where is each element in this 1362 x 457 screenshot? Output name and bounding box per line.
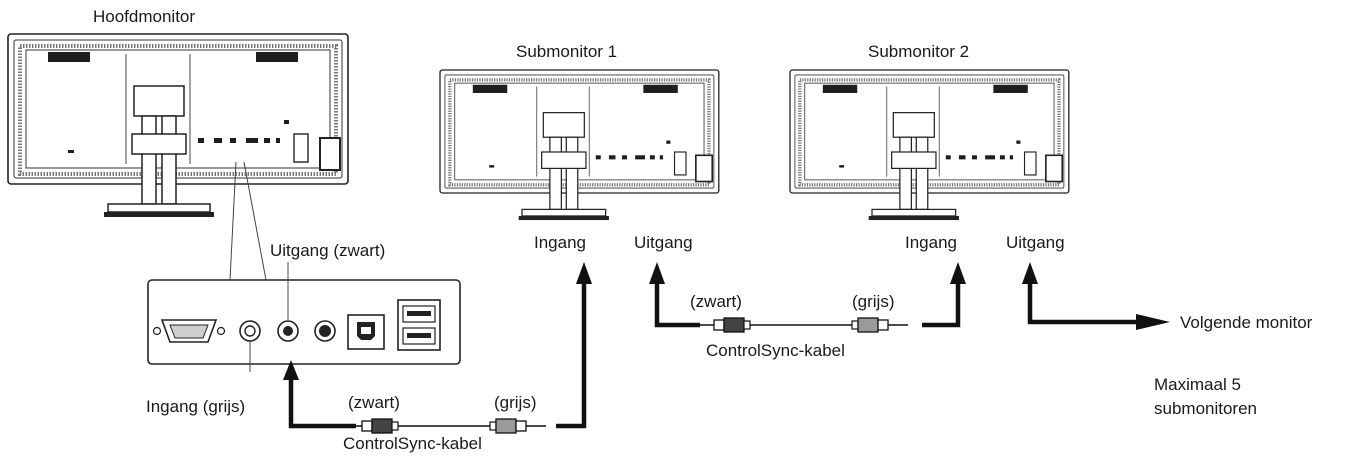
dsub-port-icon [152,319,226,343]
panel-input-label: Ingang (grijs) [146,397,245,416]
sub-monitor-2 [788,68,1071,222]
sub-monitor-2-input-label: Ingang [905,233,957,252]
sub-monitor-1-title: Submonitor 1 [516,42,617,61]
usb-b-port-icon [347,314,385,350]
cable-1 [283,262,592,434]
main-monitor-title: Hoofdmonitor [93,7,195,26]
sub-monitor-1-output-label: Uitgang [634,233,693,252]
cable-2-gray-plug-icon [851,317,908,333]
usb-a-ports-icon [397,299,441,351]
input-jack-icon [239,320,261,342]
callout-line-left [229,161,237,281]
port-panel [147,279,461,365]
cable-2 [649,262,966,333]
callout-line-right [243,161,267,281]
cable-1-black-plug-icon [340,418,399,434]
max-submonitors-note-line2: submonitoren [1154,399,1257,418]
panel-output-label: Uitgang (zwart) [270,241,385,260]
audio-jack-icon [314,320,336,342]
next-monitor-connection [1022,262,1170,330]
sub-monitor-1 [438,68,721,222]
cable-1-name: ControlSync-kabel [343,434,482,453]
cable-1-gray-label: (grijs) [494,393,537,412]
cable-2-black-plug-icon [695,317,751,333]
next-monitor-label: Volgende monitor [1180,313,1313,332]
cable-2-gray-label: (grijs) [852,292,895,311]
cable-2-name: ControlSync-kabel [706,341,845,360]
output-jack-icon [277,320,299,342]
cable-1-gray-plug-icon [489,418,546,434]
sub-monitor-2-output-label: Uitgang [1006,233,1065,252]
sub-monitor-2-title: Submonitor 2 [868,42,969,61]
max-submonitors-note-line1: Maximaal 5 [1154,375,1241,394]
cable-2-black-label: (zwart) [690,292,742,311]
cable-1-black-label: (zwart) [348,393,400,412]
sub-monitor-1-input-label: Ingang [534,233,586,252]
main-monitor [6,32,350,219]
